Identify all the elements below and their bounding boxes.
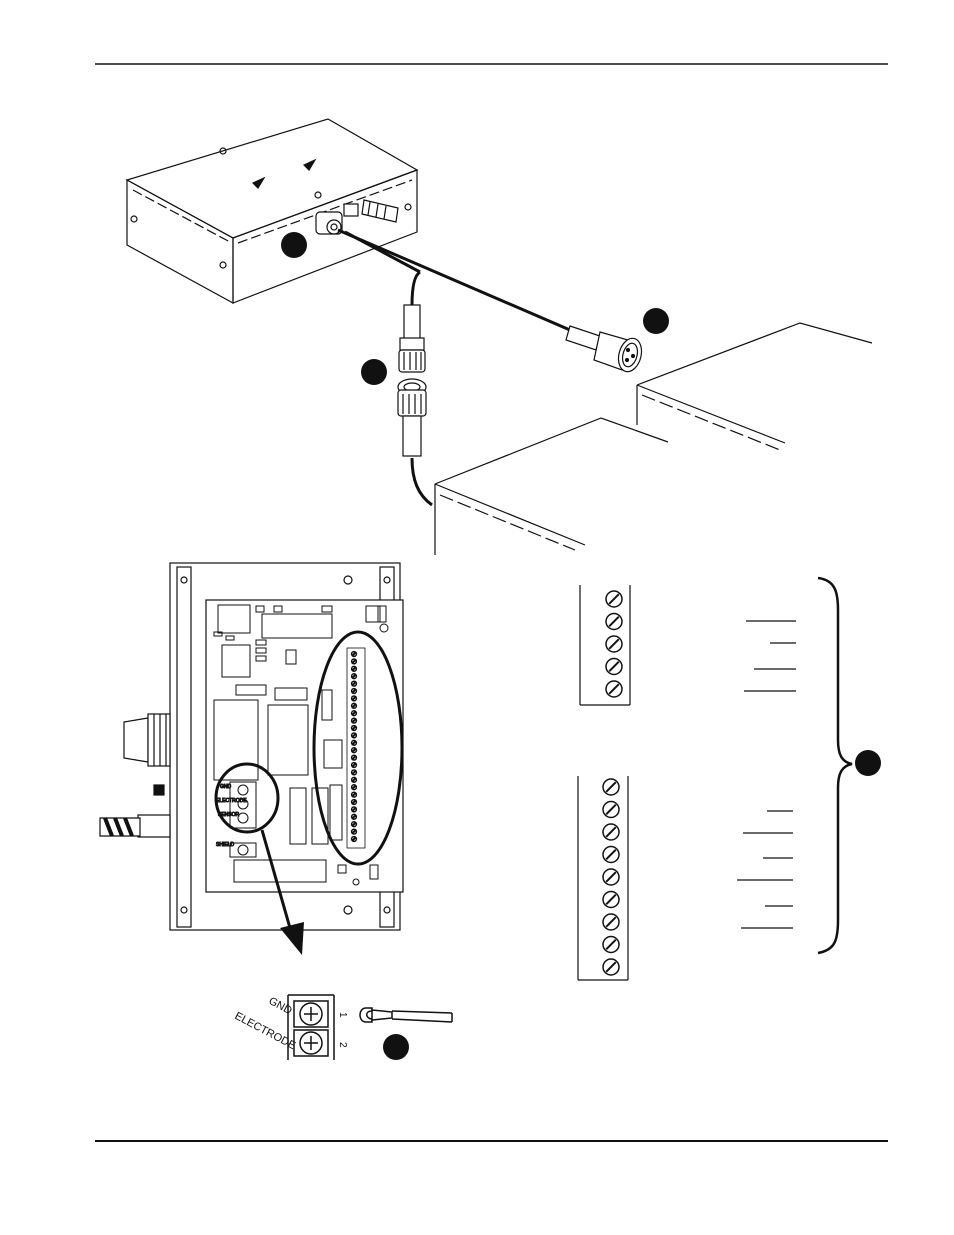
terminal-screw-slot — [605, 848, 617, 861]
board-terminal-screw-slot — [351, 696, 357, 701]
terminal-screw-slot — [605, 781, 617, 793]
terminal-screw-slot — [605, 871, 617, 883]
sensor-cable — [337, 228, 571, 332]
board-terminal-screw-slot — [351, 822, 357, 827]
detail-arrowhead — [280, 922, 304, 955]
terminal-number-1: 1 — [337, 1012, 348, 1018]
board-terminal-block: GND ELECTRODE SENSOR SHIELD — [216, 781, 257, 858]
callout-3 — [361, 359, 387, 385]
board-terminal-screw-slot — [351, 651, 357, 657]
board-terminal-screw-slot — [351, 770, 357, 775]
board-terminal-screw-slot — [351, 829, 357, 834]
board-terminal-screw-slot — [351, 785, 357, 790]
board-terminal-screw-slot — [351, 666, 357, 671]
board-terminal-screw-slot — [351, 740, 357, 745]
terminal-screw-slot — [608, 593, 620, 605]
board-label-sensor: SENSOR — [218, 812, 240, 818]
callout-2 — [643, 308, 669, 334]
curly-brace — [817, 576, 853, 955]
terminal-strip-lower — [577, 776, 793, 981]
cable-connector-right — [565, 325, 643, 373]
board-terminal-screw-slot — [351, 681, 357, 686]
terminal-screw-slot — [605, 826, 617, 838]
terminal-screw-slot — [608, 615, 620, 628]
board-terminal-screw-slot — [351, 725, 357, 731]
board-terminal-screw-slot — [351, 836, 357, 842]
callout-5 — [383, 1034, 409, 1060]
box-connector — [315, 199, 399, 235]
board-terminal-screw-slot — [351, 814, 357, 819]
board-label-shield: SHIELD — [216, 842, 234, 848]
board-terminal-strip — [346, 647, 366, 849]
board-terminal-screw-slot — [351, 718, 357, 723]
terminal-screw-slot — [605, 893, 617, 906]
cabinet-front — [434, 417, 670, 560]
board-terminal-screw-slot — [351, 792, 357, 797]
board-terminal-screw-slot — [351, 703, 357, 708]
board-label-electrode: ELECTRODE — [216, 798, 247, 804]
board-terminal-screw-slot — [351, 674, 357, 679]
board-label-gnd: GND — [220, 784, 232, 790]
terminal-strip-upper — [579, 585, 796, 706]
board-terminal-screw-slot — [351, 733, 357, 738]
sensor-cable-lower — [410, 457, 433, 507]
cable-connector-pair — [397, 304, 427, 457]
terminal-detail — [287, 994, 335, 1060]
terminal-highlight-large — [312, 630, 404, 866]
board-terminal-screw-slot — [351, 711, 357, 716]
board-terminal-screw-slot — [351, 807, 357, 812]
board-terminal-screw-slot — [351, 799, 357, 805]
callout-1 — [281, 232, 307, 258]
cabinet-back — [636, 322, 873, 451]
board-terminal-screw-slot — [351, 748, 357, 753]
board-terminal-screw-slot — [351, 755, 357, 760]
sensor-cable-branch — [410, 270, 421, 306]
terminal-screw-slot — [608, 638, 620, 650]
electrode-box — [125, 118, 419, 305]
terminal-screw-slot — [608, 660, 620, 673]
spade-lug — [359, 1007, 453, 1023]
terminal-screw-slot — [605, 961, 617, 973]
board-components — [213, 604, 389, 886]
terminal-label-gnd: GND — [267, 995, 294, 1017]
control-enclosure — [169, 562, 404, 931]
callout-4 — [855, 750, 881, 776]
detail-arrow — [260, 829, 294, 936]
terminal-screw-slot — [605, 803, 617, 816]
board-terminal-screw-slot — [351, 762, 357, 768]
board-terminal-screw-slot — [351, 659, 357, 664]
terminal-highlight-small — [214, 762, 280, 834]
board-terminal-screw-slot — [351, 777, 357, 782]
cable-gland — [99, 713, 171, 838]
terminal-screw-slot — [605, 916, 617, 928]
board-terminal-screw-slot — [351, 688, 357, 694]
terminal-screw-slot — [605, 938, 617, 951]
terminal-number-2: 2 — [337, 1042, 348, 1048]
terminal-screw-slot — [608, 683, 620, 695]
